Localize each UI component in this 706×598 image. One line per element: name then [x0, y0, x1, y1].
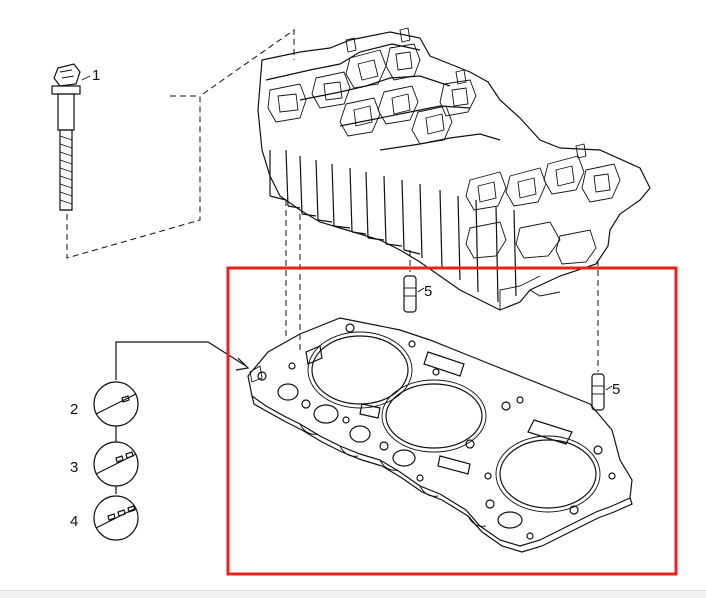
callout-5-right: 5	[612, 381, 620, 398]
dowel-pin-right	[591, 373, 613, 411]
bolt-leader-lines	[66, 29, 295, 259]
callout-4: 4	[70, 513, 78, 530]
cylinder-head-bolt	[51, 63, 91, 211]
notch-variant-3-circle	[93, 495, 139, 541]
callout-5-left: 5	[424, 283, 432, 300]
notch-variant-1-circle	[93, 381, 139, 427]
highlight-box	[226, 266, 678, 576]
bottom-scroll-strip	[0, 590, 706, 598]
callout-1: 1	[92, 67, 100, 84]
notch-variant-2-circle	[93, 441, 139, 487]
cylinder-head-gasket	[247, 317, 633, 553]
head-to-gasket-dashes	[285, 200, 599, 372]
callout-2: 2	[70, 401, 78, 418]
callout-3: 3	[70, 459, 78, 476]
cylinder-head	[257, 27, 651, 311]
dowel-pin-left	[403, 275, 425, 313]
